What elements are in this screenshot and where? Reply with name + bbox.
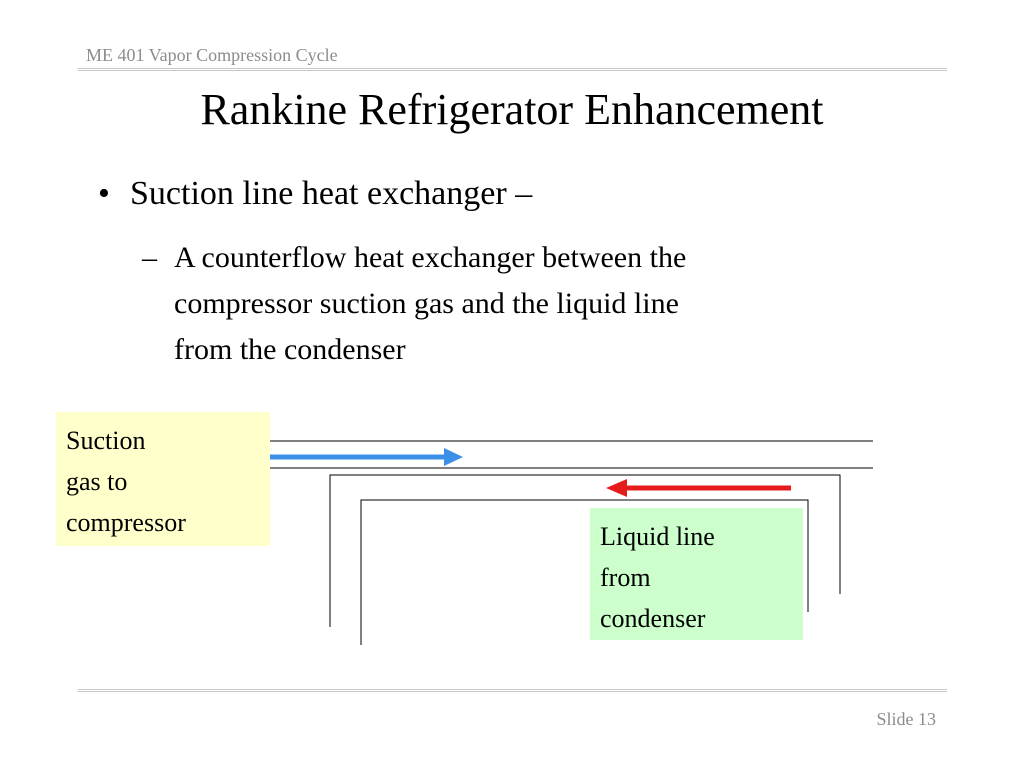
bullet-main: • Suction line heat exchanger – bbox=[98, 170, 532, 218]
sub-bullet-mark: – bbox=[142, 241, 157, 274]
header-course: ME 401 Vapor Compression Cycle bbox=[86, 45, 338, 65]
liquid-flow-arrow bbox=[606, 479, 791, 497]
outer-shell-line bbox=[329, 474, 841, 627]
liquid-label-line: from bbox=[600, 563, 651, 592]
liquid-label-line: Liquid line bbox=[600, 522, 715, 551]
suction-gas-label: Suction gas to compressor bbox=[56, 412, 270, 546]
suction-label-line: compressor bbox=[66, 508, 186, 537]
inner-shell-line bbox=[360, 499, 809, 645]
sub-bullet-line: from the condenser bbox=[174, 333, 406, 366]
footer-rule bbox=[78, 689, 947, 692]
suction-label-line: Suction bbox=[66, 426, 146, 455]
slide-number: Slide 13 bbox=[876, 709, 936, 729]
liquid-label-line: condenser bbox=[600, 604, 706, 633]
suction-flow-arrow bbox=[242, 448, 463, 466]
suction-label-line: gas to bbox=[66, 467, 128, 496]
sub-bullet-line: compressor suction gas and the liquid li… bbox=[174, 287, 679, 320]
bullet-main-text: Suction line heat exchanger – bbox=[130, 175, 533, 212]
header-rule bbox=[78, 68, 947, 71]
bullet-sub: – A counterflow heat exchanger between t… bbox=[142, 235, 882, 373]
liquid-line-label: Liquid line from condenser bbox=[590, 508, 803, 640]
slide-title: Rankine Refrigerator Enhancement bbox=[200, 85, 824, 134]
suction-arrow-head bbox=[444, 448, 463, 466]
bullet-mark: • bbox=[98, 175, 110, 212]
sub-bullet-line: A counterflow heat exchanger between the bbox=[174, 241, 687, 274]
liquid-arrow-head bbox=[606, 479, 627, 497]
